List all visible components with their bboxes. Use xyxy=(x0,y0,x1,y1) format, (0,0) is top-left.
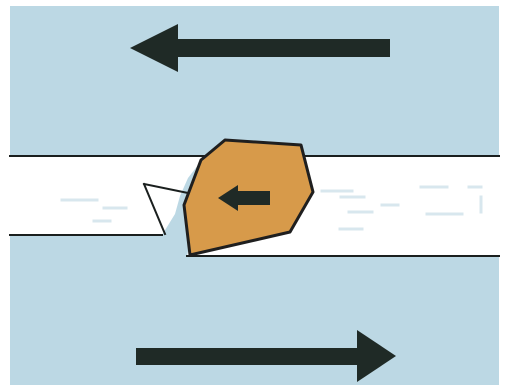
block-motion-arrow-icon xyxy=(218,185,270,211)
bottom-arrow-head xyxy=(357,330,396,382)
bottom-arrow-shaft xyxy=(136,348,357,365)
block-arrow-shaft xyxy=(238,191,270,205)
left-arrow-icon xyxy=(130,24,390,72)
fracture-outline xyxy=(9,155,500,257)
top-arrow-head xyxy=(130,24,178,72)
fracture-texture xyxy=(60,185,483,231)
top-arrow-shaft xyxy=(178,39,390,57)
block-arrow-head xyxy=(218,185,238,211)
right-arrow-icon xyxy=(136,330,396,382)
